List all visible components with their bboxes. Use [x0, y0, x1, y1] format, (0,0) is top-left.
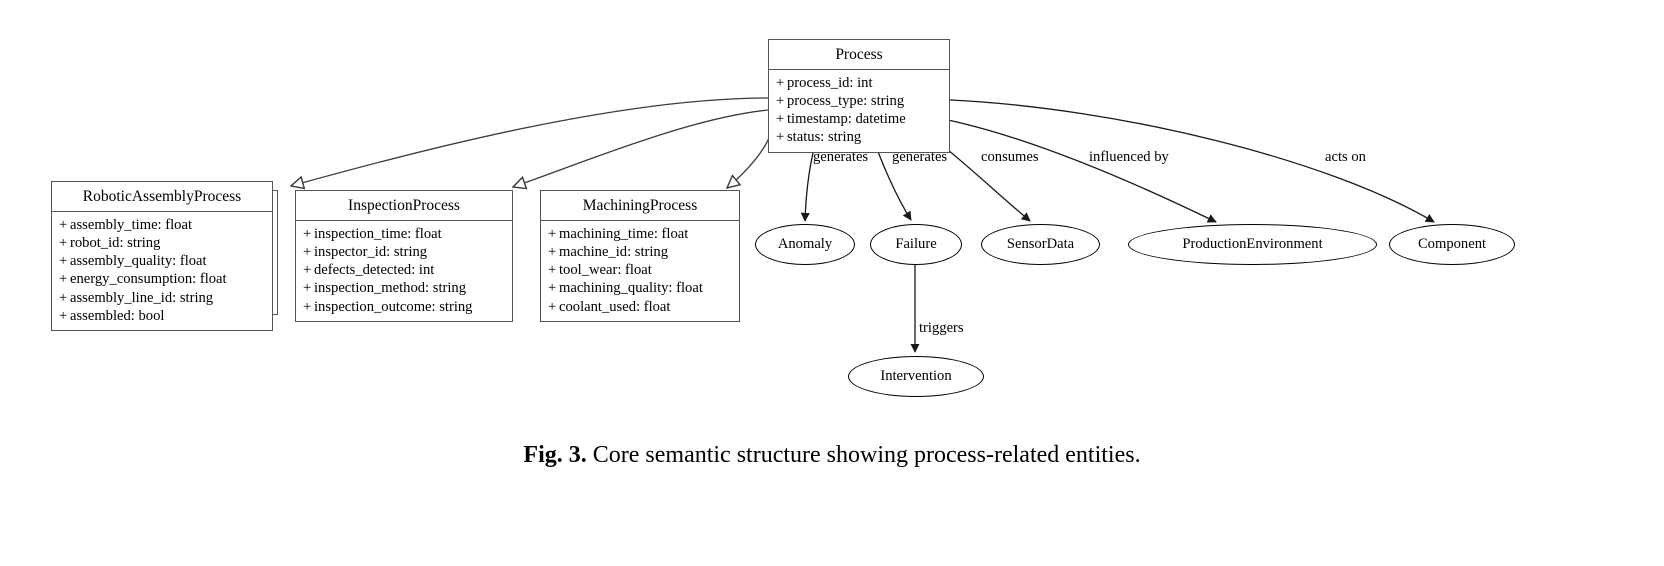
- class-box-inspectionprocess[interactable]: InspectionProcess +inspection_time: floa…: [295, 190, 513, 323]
- attribute-text: machine_id: string: [559, 243, 669, 260]
- edge-label-triggers: triggers: [919, 320, 964, 336]
- attribute-row: +assembly_time: float: [59, 216, 266, 234]
- attribute-text: tool_wear: float: [559, 262, 652, 279]
- attribute-row: +energy_consumption: float: [59, 270, 266, 288]
- attribute-row: +inspection_method: string: [303, 279, 506, 297]
- attribute-row: +robot_id: string: [59, 234, 266, 252]
- entity-label-intervention: Intervention: [880, 368, 952, 385]
- attribute-text: inspector_id: string: [314, 243, 428, 260]
- entity-node-failure[interactable]: Failure: [870, 224, 962, 265]
- edge-label-generates-failure: generates: [892, 149, 948, 165]
- attribute-text: robot_id: string: [70, 234, 161, 251]
- attribute-text: energy_consumption: float: [70, 271, 227, 288]
- visibility-marker: +: [548, 298, 557, 315]
- attribute-row: +defects_detected: int: [303, 261, 506, 279]
- visibility-marker: +: [548, 243, 557, 260]
- visibility-marker: +: [548, 262, 557, 279]
- attribute-text: machining_time: float: [559, 225, 689, 242]
- attribute-text: assembly_quality: float: [70, 253, 207, 270]
- entity-node-productionenvironment[interactable]: ProductionEnvironment: [1128, 224, 1377, 265]
- entity-label-failure: Failure: [895, 236, 937, 253]
- visibility-marker: +: [548, 280, 557, 297]
- attribute-text: process_type: string: [787, 92, 905, 109]
- class-box-machiningprocess[interactable]: MachiningProcess +machining_time: float …: [540, 190, 740, 323]
- edge-label-acts-on: acts on: [1325, 149, 1366, 165]
- visibility-marker: +: [776, 74, 785, 91]
- visibility-marker: +: [776, 92, 785, 109]
- entity-label-component: Component: [1417, 236, 1487, 253]
- visibility-marker: +: [776, 129, 785, 146]
- class-name-process: Process: [769, 40, 949, 70]
- visibility-marker: +: [303, 243, 312, 260]
- visibility-marker: +: [303, 280, 312, 297]
- attribute-text: status: string: [787, 129, 862, 146]
- visibility-marker: +: [303, 225, 312, 242]
- attribute-row: +coolant_used: float: [548, 298, 733, 316]
- figure-caption-text: Core semantic structure showing process-…: [592, 442, 1141, 468]
- edge-label-generates-anomaly: generates: [813, 149, 869, 165]
- visibility-marker: +: [59, 308, 68, 325]
- attribute-row: +inspection_outcome: string: [303, 298, 506, 316]
- visibility-marker: +: [59, 271, 68, 288]
- visibility-marker: +: [59, 253, 68, 270]
- attribute-text: assembled: bool: [70, 308, 165, 325]
- class-attributes-roboticassemblyprocess: +assembly_time: float +robot_id: string …: [52, 212, 272, 331]
- attribute-row: +machining_time: float: [548, 225, 733, 243]
- entity-label-productionenvironment: ProductionEnvironment: [1182, 236, 1323, 253]
- attribute-row: +assembled: bool: [59, 307, 266, 325]
- attribute-row: +tool_wear: float: [548, 261, 733, 279]
- visibility-marker: +: [59, 216, 68, 233]
- visibility-marker: +: [548, 225, 557, 242]
- attribute-row: +machining_quality: float: [548, 279, 733, 297]
- attribute-text: defects_detected: int: [314, 262, 435, 279]
- class-name-machiningprocess: MachiningProcess: [541, 191, 739, 221]
- entity-node-anomaly[interactable]: Anomaly: [755, 224, 855, 265]
- entity-node-sensordata[interactable]: SensorData: [981, 224, 1100, 265]
- visibility-marker: +: [59, 289, 68, 306]
- edge-process-influenced-by-productionenvironment: [947, 119, 1217, 223]
- edge-process-to-inspectionprocess: [513, 109, 769, 187]
- attribute-row: +process_id: int: [776, 74, 943, 92]
- class-box-roboticassemblyprocess[interactable]: RoboticAssemblyProcess +assembly_time: f…: [51, 181, 273, 332]
- attribute-text: process_id: int: [787, 74, 873, 91]
- class-attributes-machiningprocess: +machining_time: float +machine_id: stri…: [541, 221, 739, 322]
- edge-process-to-machiningprocess: [727, 121, 773, 188]
- attribute-row: +process_type: string: [776, 92, 943, 110]
- attribute-row: +machine_id: string: [548, 243, 733, 261]
- visibility-marker: +: [303, 262, 312, 279]
- attribute-text: assembly_line_id: string: [70, 289, 214, 306]
- attribute-row: +assembly_line_id: string: [59, 289, 266, 307]
- edge-label-consumes: consumes: [981, 149, 1039, 165]
- visibility-marker: +: [303, 298, 312, 315]
- attribute-text: coolant_used: float: [559, 298, 671, 315]
- attribute-text: inspection_outcome: string: [314, 298, 473, 315]
- figure-number-label: Fig. 3.: [523, 442, 587, 468]
- class-attributes-inspectionprocess: +inspection_time: float +inspector_id: s…: [296, 221, 512, 322]
- entity-label-sensordata: SensorData: [1006, 236, 1075, 253]
- figure-caption: Fig. 3. Core semantic structure showing …: [0, 440, 1664, 470]
- attribute-row: +timestamp: datetime: [776, 110, 943, 128]
- edge-label-influenced-by: influenced by: [1089, 149, 1169, 165]
- entity-node-intervention[interactable]: Intervention: [848, 356, 984, 397]
- class-box-process[interactable]: Process +process_id: int +process_type: …: [768, 39, 950, 153]
- class-name-roboticassemblyprocess: RoboticAssemblyProcess: [52, 182, 272, 212]
- entity-label-anomaly: Anomaly: [777, 236, 833, 253]
- visibility-marker: +: [776, 111, 785, 128]
- attribute-row: +assembly_quality: float: [59, 252, 266, 270]
- attribute-row: +inspector_id: string: [303, 243, 506, 261]
- edge-process-to-roboticassemblyprocess: [291, 97, 769, 186]
- attribute-text: assembly_time: float: [70, 216, 192, 233]
- attribute-text: inspection_time: float: [314, 225, 442, 242]
- attribute-text: timestamp: datetime: [787, 111, 906, 128]
- entity-node-component[interactable]: Component: [1389, 224, 1515, 265]
- class-attributes-process: +process_id: int +process_type: string +…: [769, 70, 949, 152]
- attribute-row: +status: string: [776, 128, 943, 146]
- attribute-text: machining_quality: float: [559, 280, 703, 297]
- attribute-row: +inspection_time: float: [303, 225, 506, 243]
- visibility-marker: +: [59, 234, 68, 251]
- class-name-inspectionprocess: InspectionProcess: [296, 191, 512, 221]
- attribute-text: inspection_method: string: [314, 280, 467, 297]
